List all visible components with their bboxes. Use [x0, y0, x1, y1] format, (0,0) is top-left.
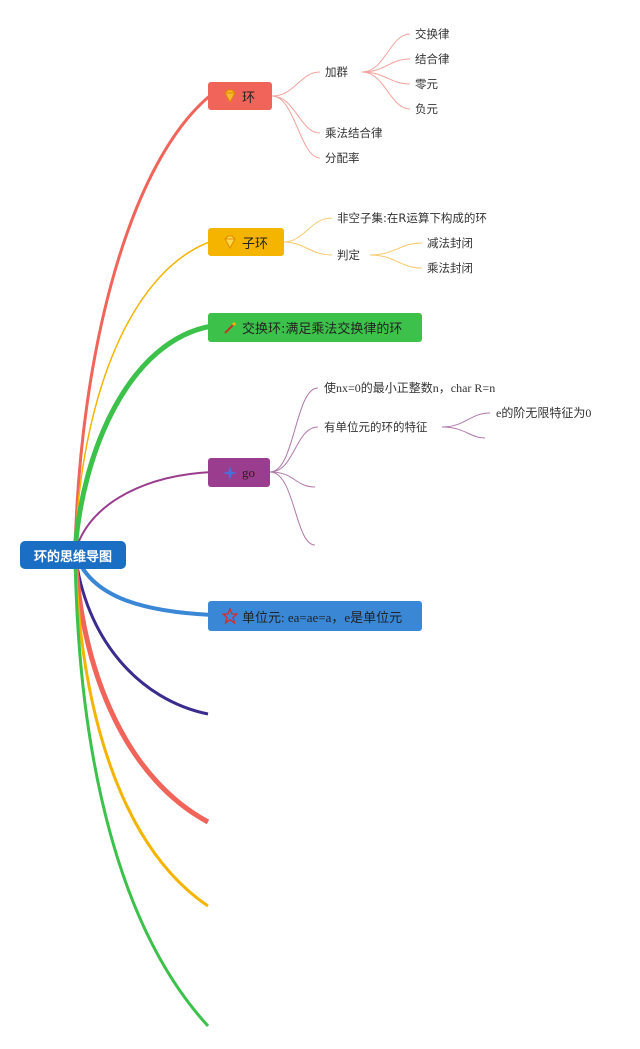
- commutative-ring-label: 交换环:满足乘法交换律的环: [242, 322, 403, 337]
- subring-label: 子环: [242, 236, 269, 252]
- branch-line-subring: [74, 240, 213, 553]
- unit-ring-feature-child[interactable]: e的阶无限特征为0: [496, 406, 592, 420]
- unit-ring-feature-node[interactable]: 有单位元的环的特征: [324, 420, 428, 434]
- judge-child-subtraction[interactable]: 减法封闭: [427, 236, 473, 250]
- branch-node-unit-element[interactable]: 单位元: ea=ae=a，e是单位元: [208, 601, 422, 631]
- branch-node-commutative-ring[interactable]: 交换环:满足乘法交换律的环: [208, 313, 422, 342]
- add-group-child-zero[interactable]: 零元: [415, 77, 438, 91]
- nonempty-subset-node[interactable]: 非空子集:在R运算下构成的环: [337, 211, 487, 225]
- branch-line-empty-2: [72, 551, 210, 825]
- sparkle-icon: [223, 465, 237, 480]
- wand-icon: [224, 321, 236, 334]
- gem-icon: [224, 235, 236, 250]
- root-node[interactable]: 环的思维导图: [20, 541, 126, 569]
- branch-line-ring: [73, 92, 213, 553]
- add-group-node[interactable]: 加群: [325, 65, 348, 79]
- add-group-child-negative[interactable]: 负元: [415, 102, 438, 116]
- characteristic-node[interactable]: 使nx=0的最小正整数n，char R=n: [324, 381, 496, 395]
- add-group-child-associative[interactable]: 结合律: [415, 52, 450, 66]
- star-icon: [222, 608, 238, 624]
- gem-icon: [224, 89, 236, 104]
- branch-node-ring[interactable]: 环: [208, 82, 272, 110]
- branch-line-comm: [72, 323, 213, 553]
- add-group-child-commutative[interactable]: 交换律: [415, 27, 450, 41]
- branch-line-empty-1: [73, 551, 209, 716]
- distrib-node[interactable]: 分配率: [325, 151, 360, 165]
- judge-child-multiplication[interactable]: 乘法封闭: [427, 261, 473, 275]
- ring-label: 环: [242, 90, 256, 106]
- branch-node-subring[interactable]: 子环: [208, 228, 284, 256]
- branch-line-go: [74, 471, 213, 553]
- unit-element-label: 单位元: ea=ae=a，e是单位元: [242, 609, 403, 625]
- branch-node-go[interactable]: go: [208, 458, 270, 487]
- mul-assoc-node[interactable]: 乘法结合律: [325, 126, 383, 140]
- branch-line-empty-3: [73, 551, 209, 908]
- judge-node[interactable]: 判定: [337, 248, 360, 262]
- branch-line-empty-4: [73, 551, 210, 1028]
- root-label: 环的思维导图: [33, 549, 112, 565]
- go-label: go: [242, 464, 255, 480]
